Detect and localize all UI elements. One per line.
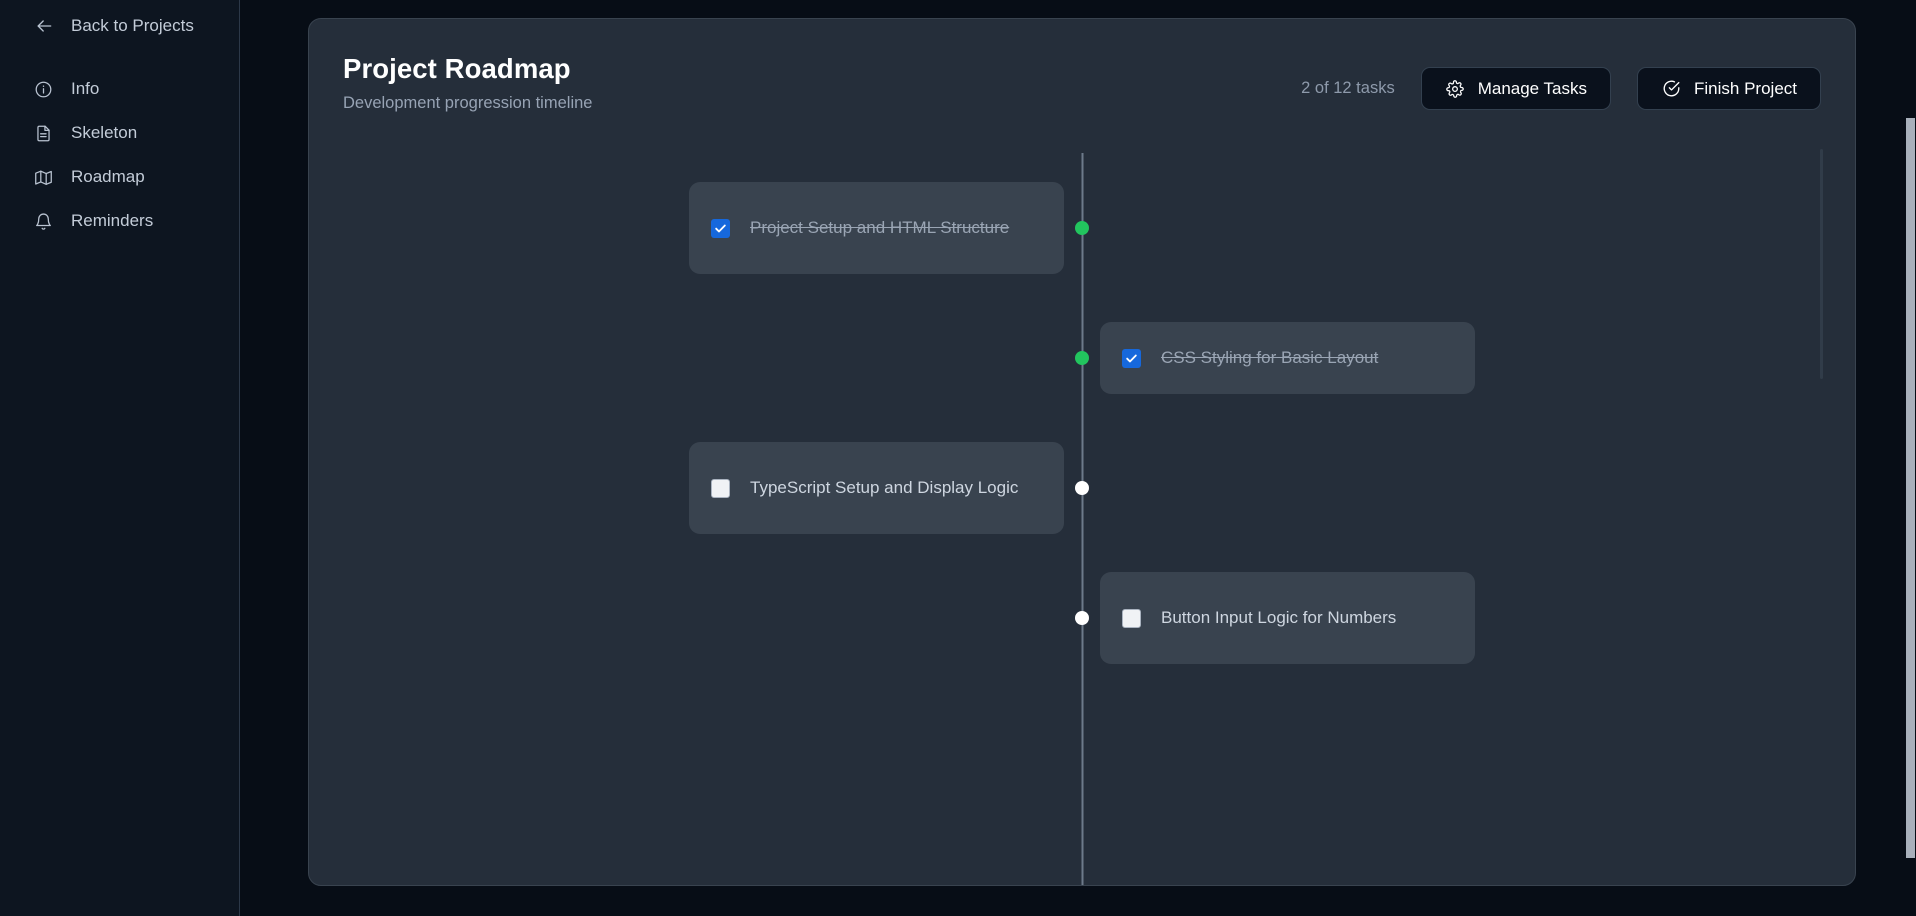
task-card[interactable]: CSS Styling for Basic Layout — [1100, 322, 1475, 394]
task-card[interactable]: Button Input Logic for Numbers — [1100, 572, 1475, 664]
arrow-left-icon — [33, 16, 54, 37]
sidebar-item-label: Back to Projects — [71, 16, 194, 35]
timeline-dot-pending — [1075, 611, 1089, 625]
sidebar-spacer — [0, 46, 239, 67]
timeline-scrollbar[interactable] — [1820, 149, 1823, 379]
timeline-row: TypeScript Setup and Display Logic — [309, 423, 1855, 553]
sidebar-item-label: Roadmap — [71, 167, 145, 186]
timeline-dot-completed — [1075, 351, 1089, 365]
manage-tasks-label: Manage Tasks — [1477, 78, 1588, 98]
page-scrollbar-thumb[interactable] — [1906, 118, 1915, 858]
roadmap-panel: Project Roadmap Development progression … — [308, 18, 1856, 886]
sidebar-item-label: Reminders — [71, 211, 154, 230]
timeline-dot-completed — [1075, 221, 1089, 235]
finish-project-button[interactable]: Finish Project — [1637, 67, 1821, 110]
task-label: CSS Styling for Basic Layout — [1161, 347, 1379, 367]
info-circle-icon — [33, 79, 54, 100]
bell-icon — [33, 211, 54, 232]
sidebar-item-info[interactable]: Info — [0, 67, 239, 111]
page-subtitle: Development progression timeline — [343, 93, 593, 112]
sidebar-item-label: Info — [71, 79, 100, 98]
timeline-dot-pending — [1075, 481, 1089, 495]
task-label: TypeScript Setup and Display Logic — [750, 477, 1019, 497]
task-counter: 2 of 12 tasks — [1301, 79, 1395, 97]
manage-tasks-button[interactable]: Manage Tasks — [1420, 67, 1612, 110]
gear-icon — [1445, 79, 1465, 99]
sidebar-item-roadmap[interactable]: Roadmap — [0, 155, 239, 199]
task-card[interactable]: TypeScript Setup and Display Logic — [689, 442, 1064, 534]
timeline-row: Button Input Logic for Numbers — [309, 553, 1855, 683]
page-scrollbar-track[interactable] — [1902, 0, 1916, 916]
map-icon — [33, 167, 54, 188]
timeline-scroll-area[interactable]: Project Setup and HTML Structure CSS Sty… — [309, 127, 1855, 885]
page-title: Project Roadmap — [343, 53, 571, 84]
task-card[interactable]: Project Setup and HTML Structure — [689, 182, 1064, 274]
header-titles: Project Roadmap Development progression … — [343, 53, 1301, 113]
sidebar-item-label: Skeleton — [71, 123, 138, 142]
header-actions: 2 of 12 tasks Manage Tasks — [1301, 67, 1821, 110]
timeline-spine — [1081, 153, 1083, 885]
task-checkbox-unchecked[interactable] — [1122, 608, 1141, 628]
task-checkbox-checked[interactable] — [1122, 348, 1141, 368]
task-checkbox-unchecked[interactable] — [711, 478, 730, 498]
sidebar: Back to Projects Info Skeleton — [0, 0, 240, 916]
main-content: Project Roadmap Development progression … — [240, 0, 1916, 916]
panel-header: Project Roadmap Development progression … — [309, 19, 1855, 127]
sidebar-item-skeleton[interactable]: Skeleton — [0, 111, 239, 155]
check-circle-icon — [1661, 79, 1681, 99]
sidebar-item-back-to-projects[interactable]: Back to Projects — [0, 6, 239, 46]
sidebar-item-reminders[interactable]: Reminders — [0, 199, 239, 243]
task-checkbox-checked[interactable] — [711, 218, 730, 238]
timeline-row: Project Setup and HTML Structure — [309, 163, 1855, 293]
finish-project-label: Finish Project — [1694, 78, 1797, 98]
timeline-row: CSS Styling for Basic Layout — [309, 293, 1855, 423]
timeline: Project Setup and HTML Structure CSS Sty… — [309, 127, 1855, 885]
task-label: Button Input Logic for Numbers — [1161, 607, 1397, 627]
task-label: Project Setup and HTML Structure — [750, 217, 1010, 237]
document-icon — [33, 123, 54, 144]
